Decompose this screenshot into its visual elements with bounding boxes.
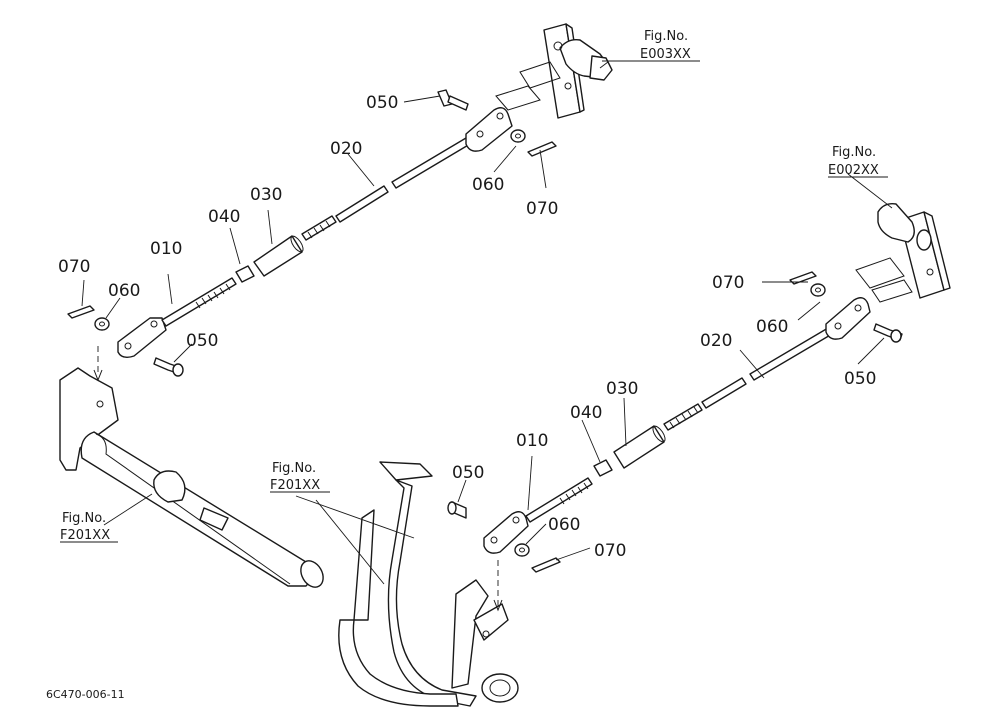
fig-f201-upper-code: F201XX	[270, 478, 320, 493]
bracket-e003	[495, 23, 613, 119]
fig-f201-upper-prefix: Fig.No.	[272, 461, 316, 476]
lower-rod-assembly	[447, 271, 903, 573]
label-050-left: 050	[186, 331, 218, 351]
pedal-shaft	[59, 367, 324, 588]
label-030-lower: 030	[606, 379, 638, 399]
label-010-upper: 010	[150, 239, 182, 259]
fig-e003-code: E003XX	[640, 47, 691, 62]
bracket-e002	[855, 202, 951, 303]
drawing-code: 6C470-006-11	[46, 688, 125, 701]
label-050-right: 050	[844, 369, 876, 389]
label-070-right: 070	[712, 273, 744, 293]
arrow-head	[93, 369, 103, 382]
label-040-upper: 040	[208, 207, 240, 227]
figure-references: Fig.No. E003XX Fig.No. E002XX Fig.No. F2…	[60, 29, 879, 543]
fig-f201-left-prefix: Fig.No.	[62, 511, 106, 526]
label-020-lower: 020	[700, 331, 732, 351]
label-020-upper: 020	[330, 139, 362, 159]
label-060-top: 060	[472, 175, 504, 195]
label-070-top: 070	[526, 199, 558, 219]
label-060-left: 060	[108, 281, 140, 301]
fig-e002-code: E002XX	[828, 163, 879, 178]
label-070-left: 070	[58, 257, 90, 277]
label-060-right: 060	[756, 317, 788, 337]
label-060-lower: 060	[548, 515, 580, 535]
part-number-labels: 010 020 030 040 050 060 070 070 060 050 …	[58, 93, 876, 561]
label-040-lower: 040	[570, 403, 602, 423]
label-050-lower: 050	[452, 463, 484, 483]
leader-lines	[81, 61, 893, 585]
label-050-top: 050	[366, 93, 398, 113]
label-070-lower: 070	[594, 541, 626, 561]
fig-e002-prefix: Fig.No.	[832, 145, 876, 160]
label-010-lower: 010	[516, 431, 548, 451]
label-030-upper: 030	[250, 185, 282, 205]
upper-rod-assembly	[67, 89, 557, 377]
fig-f201-left-code: F201XX	[60, 528, 110, 543]
pedal-frame	[338, 461, 519, 707]
fig-e003-prefix: Fig.No.	[644, 29, 688, 44]
